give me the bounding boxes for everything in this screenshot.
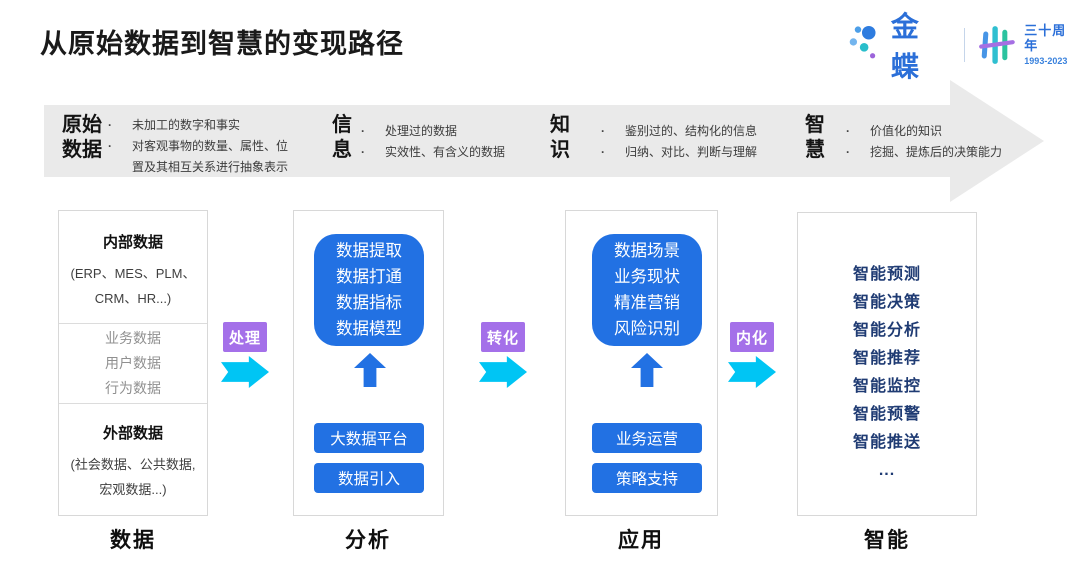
intelligence-item: 智能决策: [852, 294, 921, 311]
intelligence-item: 智能预警: [852, 406, 921, 423]
intelligence-item: 智能分析: [852, 322, 921, 339]
bullet: 价值化的知识: [846, 121, 1002, 142]
external-data-section: 外部数据 (社会数据、公共数据, 宏观数据...): [59, 404, 207, 515]
flow-process: 处理: [221, 322, 269, 388]
right-arrow-icon: [479, 356, 527, 388]
internal-data-detail: (ERP、MES、PLM、 CRM、HR...): [70, 266, 196, 306]
data-type-item: 行为数据: [105, 380, 161, 396]
intelligence-item-ellipsis: ...: [878, 462, 896, 479]
bullet: 归纳、对比、判断与理解: [601, 142, 757, 163]
stage-label-wisdom: 智 慧: [805, 114, 825, 161]
bullet: 挖掘、提炼后的决策能力: [846, 142, 1002, 163]
application-core-card: 数据场景 业务现状 精准营销 风险识别: [592, 234, 702, 346]
business-operation-pill: 业务运营: [592, 423, 702, 453]
footer-data: 数据: [110, 529, 156, 552]
external-data-title: 外部数据: [102, 425, 163, 442]
intelligence-item: 智能推送: [852, 434, 921, 451]
analysis-core-card: 数据提取 数据打通 数据指标 数据模型: [314, 234, 424, 346]
kingdee-dots-icon: [849, 25, 876, 59]
anniversary-title: 三十周年: [1024, 22, 1067, 53]
anniversary-text: 三十周年 1993-2023: [1024, 22, 1080, 66]
bullet: 对客观事物的数量、属性、位置及其相互关系进行抽象表示: [108, 136, 292, 178]
logo-divider: [963, 28, 965, 62]
stage-label-information: 信 息: [332, 114, 352, 161]
flow-label-transform: 转化: [481, 322, 525, 352]
analysis-box: 数据提取 数据打通 数据指标 数据模型 大数据平台 数据引入: [293, 210, 444, 516]
thirty-anniversary-icon: [978, 26, 1015, 64]
page-title: 从原始数据到智慧的变现路径: [40, 29, 404, 59]
kingdee-logo: 金蝶 三十周年 1993-2023: [848, 11, 1080, 82]
bullet: 未加工的数字和事实: [108, 115, 292, 136]
external-data-detail: (社会数据、公共数据, 宏观数据...): [70, 457, 196, 497]
stage-bullets-raw-data: 未加工的数字和事实 对客观事物的数量、属性、位置及其相互关系进行抽象表示: [108, 115, 292, 178]
strategy-support-pill: 策略支持: [592, 463, 702, 493]
up-arrow-icon: [631, 353, 663, 387]
brand-name: 金蝶: [890, 11, 921, 82]
data-type-item: 用户数据: [105, 355, 161, 371]
data-import-pill: 数据引入: [314, 463, 424, 493]
data-sources-box: 内部数据 (ERP、MES、PLM、 CRM、HR...) 业务数据 用户数据 …: [58, 210, 208, 516]
big-data-platform-pill: 大数据平台: [314, 423, 424, 453]
up-arrow-icon: [354, 353, 386, 387]
stage-label-raw-data: 原始 数据: [62, 114, 102, 161]
intelligence-item: 智能预测: [852, 266, 921, 283]
right-arrow-icon: [221, 356, 269, 388]
stage-bullets-information: 处理过的数据 实效性、有含义的数据: [361, 121, 505, 163]
flow-label-process: 处理: [223, 322, 267, 352]
footer-analysis: 分析: [345, 529, 391, 552]
footer-application: 应用: [618, 529, 664, 552]
flow-label-internalize: 内化: [730, 322, 774, 352]
bullet: 处理过的数据: [361, 121, 505, 142]
stage-label-knowledge: 知 识: [550, 114, 570, 161]
bullet: 鉴别过的、结构化的信息: [601, 121, 757, 142]
intelligence-item: 智能推荐: [852, 350, 921, 367]
footer-intelligence: 智能: [864, 529, 910, 552]
flow-transform: 转化: [479, 322, 527, 388]
data-type-item: 业务数据: [105, 330, 161, 346]
right-arrow-icon: [728, 356, 776, 388]
anniversary-years: 1993-2023: [1024, 55, 1068, 66]
internal-data-title: 内部数据: [102, 234, 163, 251]
data-types-section: 业务数据 用户数据 行为数据: [59, 323, 207, 404]
bullet: 实效性、有含义的数据: [361, 142, 505, 163]
stage-bullets-wisdom: 价值化的知识 挖掘、提炼后的决策能力: [846, 121, 1002, 163]
intelligence-item: 智能监控: [852, 378, 921, 395]
application-box: 数据场景 业务现状 精准营销 风险识别 业务运营 策略支持: [565, 210, 718, 516]
internal-data-section: 内部数据 (ERP、MES、PLM、 CRM、HR...): [59, 211, 207, 323]
intelligence-box: 智能预测 智能决策 智能分析 智能推荐 智能监控 智能预警 智能推送 ...: [797, 212, 977, 516]
stage-bullets-knowledge: 鉴别过的、结构化的信息 归纳、对比、判断与理解: [601, 121, 757, 163]
dikw-arrow-banner: 原始 数据 未加工的数字和事实 对客观事物的数量、属性、位置及其相互关系进行抽象…: [44, 80, 1044, 202]
flow-internalize: 内化: [728, 322, 776, 388]
